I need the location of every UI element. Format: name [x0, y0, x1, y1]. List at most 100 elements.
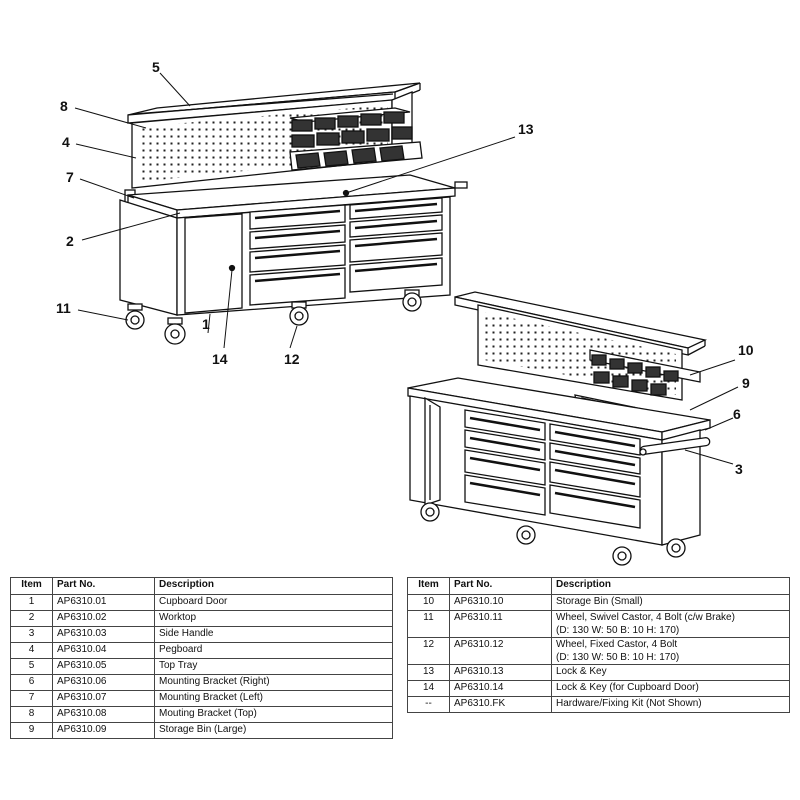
callout-1: 1 — [202, 316, 210, 332]
description-cell: Wheel, Fixed Castor, 4 Bolt (D: 130 W: 50… — [551, 637, 790, 665]
header-item: Item — [407, 577, 450, 595]
drawers-2 — [464, 409, 641, 529]
castor-wheels — [125, 289, 422, 345]
item-cell: 6 — [10, 674, 53, 691]
description-line: Mouting Bracket (Top) — [159, 708, 257, 719]
description-cell: Mounting Bracket (Left) — [154, 690, 393, 707]
description-line: (D: 130 W: 50 B: 10 H: 170) — [556, 625, 680, 636]
item-cell: 3 — [10, 626, 53, 643]
description-cell: Top Tray — [154, 658, 393, 675]
callout-7: 7 — [66, 169, 74, 185]
item-cell: 7 — [10, 690, 53, 707]
description-line: Lock & Key (for Cupboard Door) — [556, 682, 699, 693]
part-no-cell: AP6310.04 — [52, 642, 155, 659]
item-cell: 14 — [407, 680, 450, 697]
table-header-row: Item Part No. Description — [407, 577, 790, 595]
description-cell: Wheel, Swivel Castor, 4 Bolt (c/w Brake)… — [551, 610, 790, 638]
description-line: Wheel, Fixed Castor, 4 Bolt — [556, 639, 678, 650]
callout-4: 4 — [62, 134, 70, 150]
workbench-front-view — [119, 82, 468, 345]
item-cell: 1 — [10, 594, 53, 611]
item-cell: 13 — [407, 664, 450, 681]
callout-3: 3 — [735, 461, 743, 477]
item-cell: 10 — [407, 594, 450, 611]
item-cell: 12 — [407, 637, 450, 665]
part-no-cell: AP6310.09 — [52, 722, 155, 739]
exploded-parts-diagram: 5 8 4 7 2 13 11 1 14 12 10 9 6 3 — [56, 59, 754, 566]
part-no-cell: AP6310.13 — [449, 664, 552, 681]
callout-labels: 5 8 4 7 2 13 11 1 14 12 10 9 6 3 — [56, 59, 754, 477]
worktop-2 — [407, 377, 711, 441]
part-no-cell: AP6310.01 — [52, 594, 155, 611]
part-no-cell: AP6310.03 — [52, 626, 155, 643]
description-cell: Storage Bin (Small) — [551, 594, 790, 611]
callout-8: 8 — [60, 98, 68, 114]
description-cell: Lock & Key — [551, 664, 790, 681]
callout-5: 5 — [152, 59, 160, 75]
callout-13: 13 — [518, 121, 534, 137]
storage-bins — [289, 107, 423, 171]
description-cell: Mounting Bracket (Right) — [154, 674, 393, 691]
callout-11: 11 — [56, 300, 71, 316]
description-cell: Pegboard — [154, 642, 393, 659]
header-description: Description — [154, 577, 393, 595]
item-cell: 8 — [10, 706, 53, 723]
description-cell: Cupboard Door — [154, 594, 393, 611]
part-no-cell: AP6310.12 — [449, 637, 552, 665]
header-item: Item — [10, 577, 53, 595]
pegboard-2 — [477, 304, 683, 401]
part-no-cell: AP6310.14 — [449, 680, 552, 697]
description-cell: Worktop — [154, 610, 393, 627]
callout-12: 12 — [284, 351, 300, 367]
table-row: --AP6310.FK Hardware/Fixing Kit (Not Show… — [407, 696, 790, 713]
description-line: Storage Bin (Small) — [556, 596, 643, 607]
workbench-side-view — [407, 291, 711, 566]
description-line: Hardware/Fixing Kit (Not Shown) — [556, 698, 702, 709]
description-line: Storage Bin (Large) — [159, 724, 247, 735]
leader-lines — [74, 72, 739, 465]
part-no-cell: AP6310.05 — [52, 658, 155, 675]
description-line: Mounting Bracket (Right) — [159, 676, 270, 687]
item-cell: 9 — [10, 722, 53, 739]
header-description: Description — [551, 577, 790, 595]
item-cell: 2 — [10, 610, 53, 627]
callout-6: 6 — [733, 406, 741, 422]
part-no-cell: AP6310.FK — [449, 696, 552, 713]
part-no-cell: AP6310.07 — [52, 690, 155, 707]
description-line: Top Tray — [159, 660, 198, 671]
part-no-cell: AP6310.06 — [52, 674, 155, 691]
description-line: Worktop — [159, 612, 197, 623]
callout-10: 10 — [738, 342, 754, 358]
description-cell: Side Handle — [154, 626, 393, 643]
description-cell: Lock & Key (for Cupboard Door) — [551, 680, 790, 697]
description-line: Cupboard Door — [159, 596, 228, 607]
description-line: Lock & Key — [556, 666, 607, 677]
description-cell: Storage Bin (Large) — [154, 722, 393, 739]
description-line: Side Handle — [159, 628, 214, 639]
description-cell: Hardware/Fixing Kit (Not Shown) — [551, 696, 790, 713]
item-cell: 11 — [407, 610, 450, 638]
cabinet-body — [119, 189, 451, 316]
header-part-no: Part No. — [449, 577, 552, 595]
description-line: (D: 130 W: 50 B: 10 H: 170) — [556, 652, 680, 663]
item-cell: -- — [407, 696, 450, 713]
item-cell: 5 — [10, 658, 53, 675]
description-line: Mounting Bracket (Left) — [159, 692, 263, 703]
table-header-row: Item Part No. Description — [10, 577, 393, 595]
part-no-cell: AP6310.10 — [449, 594, 552, 611]
